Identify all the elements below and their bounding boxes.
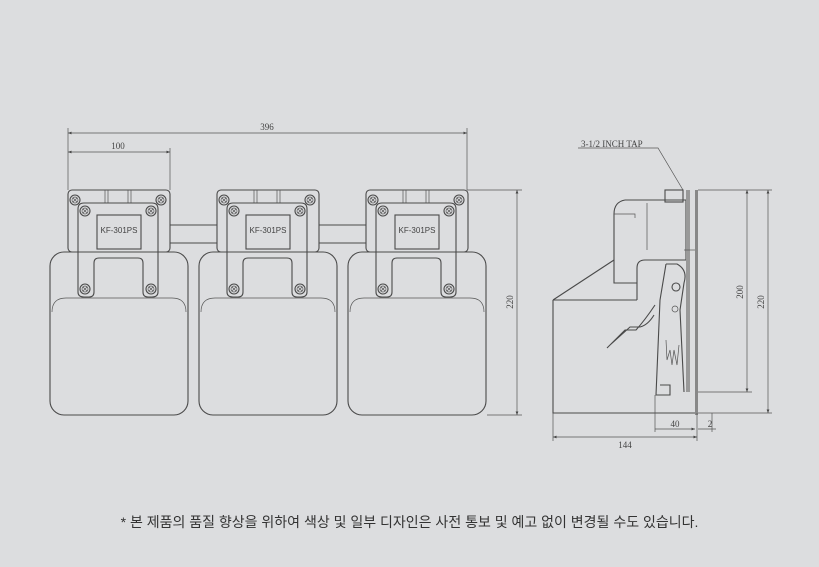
dim-depth: 144 <box>618 440 632 450</box>
dim-thickness: 2 <box>708 419 713 429</box>
unit-connectors <box>170 224 366 244</box>
dim-plate: 40 <box>671 419 681 429</box>
front-unit-1: KF-301PS <box>50 190 188 415</box>
dim-total-width: 396 <box>260 122 274 132</box>
side-view: 3-1/2 INCH TAP 200 220 144 40 2 <box>552 139 772 450</box>
dim-inner-height: 200 <box>735 285 745 299</box>
model-label: KF-301PS <box>101 226 138 235</box>
callout-tap: 3-1/2 INCH TAP <box>581 139 643 149</box>
model-label: KF-301PS <box>399 226 436 235</box>
dim-height: 220 <box>505 295 515 309</box>
dim-side-height: 220 <box>756 295 766 309</box>
front-unit-2: KF-301PS <box>199 190 337 415</box>
model-label: KF-301PS <box>250 226 287 235</box>
front-unit-3: KF-301PS <box>348 190 486 415</box>
front-dimensions: 396 100 220 <box>67 122 522 416</box>
dim-unit-width: 100 <box>111 141 125 151</box>
footnote: * 본 제품의 품질 향상을 위하여 색상 및 일부 디자인은 사전 통보 및 … <box>120 514 699 530</box>
